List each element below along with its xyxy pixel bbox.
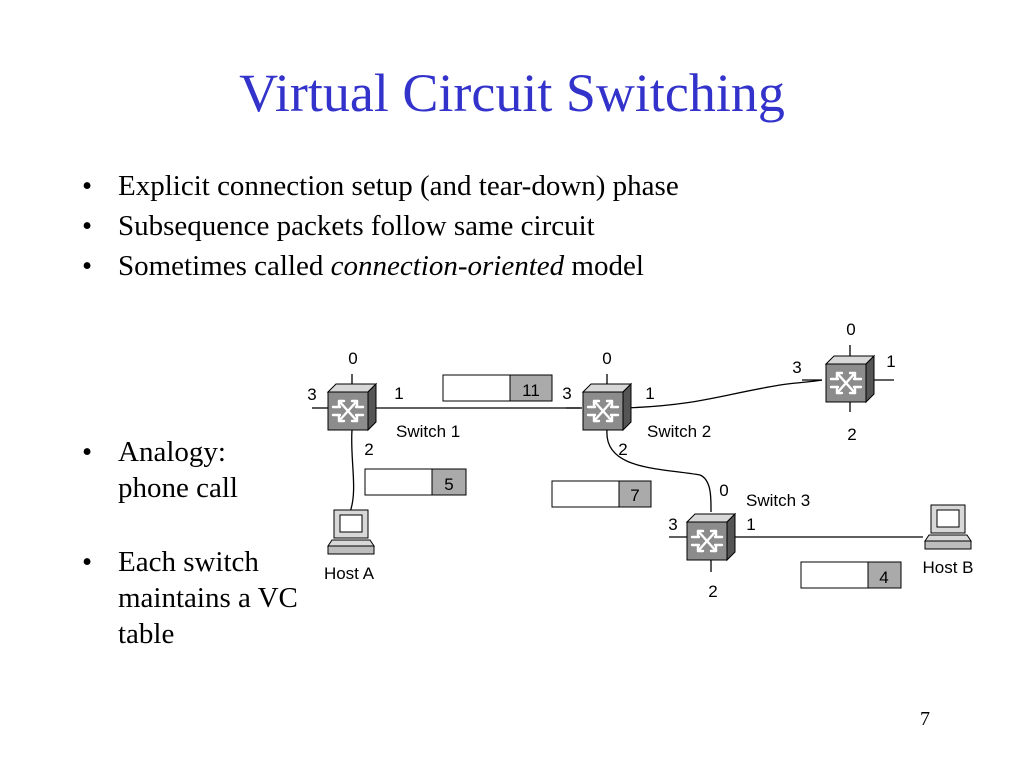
vc-box-2: 5 <box>364 468 467 496</box>
switch-2-icon <box>581 382 633 432</box>
port-label: 2 <box>708 582 717 601</box>
host-label: Host A <box>324 564 375 583</box>
vc-label: 11 <box>522 381 540 400</box>
host-b-icon <box>924 504 972 550</box>
emphasis-text: connection-oriented <box>330 250 565 282</box>
port-label: 1 <box>645 384 654 403</box>
side-bullet-list: Analogy: phone call Each switch maintain… <box>82 434 298 652</box>
bullet-line: table <box>118 618 175 650</box>
port-label: 1 <box>746 515 755 534</box>
port-label: 3 <box>668 515 677 534</box>
port-label: 0 <box>719 481 728 500</box>
bullet-text: Sometimes called <box>118 250 331 282</box>
vc-label: 5 <box>444 475 453 494</box>
switch-name: Switch 2 <box>647 422 711 441</box>
bullet-line: Each switch <box>118 546 259 578</box>
vc-label: 7 <box>630 486 639 505</box>
slide-title: Virtual Circuit Switching <box>239 63 785 123</box>
switch-3-icon <box>685 512 737 562</box>
port-label: 0 <box>602 349 611 368</box>
port-label: 1 <box>394 384 403 403</box>
port-label: 0 <box>846 320 855 339</box>
vc-label: 4 <box>879 568 888 587</box>
port-label: 2 <box>847 425 856 444</box>
link-sw1-hostA <box>349 429 355 513</box>
bullet-item: Analogy: phone call <box>82 434 298 506</box>
bullet-item: Sometimes called connection-oriented mod… <box>82 246 679 286</box>
bullet-item: Each switch maintains a VC table <box>82 544 298 652</box>
port-label: 3 <box>307 385 316 404</box>
port-label: 0 <box>348 349 357 368</box>
switch-name: Switch 3 <box>746 491 810 510</box>
switch-name: Switch 1 <box>396 422 460 441</box>
bullet-item: Explicit connection setup (and tear-down… <box>82 166 679 206</box>
switch-icon <box>824 354 876 404</box>
page-number: 7 <box>920 708 930 730</box>
port-label: 2 <box>618 440 627 459</box>
bullet-list: Explicit connection setup (and tear-down… <box>82 166 679 286</box>
link-sw2-sw3 <box>606 429 712 513</box>
port-label: 3 <box>562 384 571 403</box>
port-label: 3 <box>792 358 801 377</box>
vc-box-1: 11 <box>442 374 553 402</box>
vc-box-3: 7 <box>551 480 652 508</box>
bullet-line: phone call <box>118 472 238 504</box>
host-label: Host B <box>922 558 973 577</box>
bullet-line: Analogy: <box>118 436 226 468</box>
vc-box-4: 4 <box>800 561 902 589</box>
bullet-line: maintains a VC <box>118 582 298 614</box>
link-sw2-sw4 <box>625 379 823 409</box>
bullet-item: Subsequence packets follow same circuit <box>82 206 679 246</box>
switch-1-icon <box>326 382 378 432</box>
host-a-icon <box>327 509 375 555</box>
bullet-text: model <box>564 250 644 282</box>
port-label: 1 <box>886 352 895 371</box>
port-label: 2 <box>364 440 373 459</box>
